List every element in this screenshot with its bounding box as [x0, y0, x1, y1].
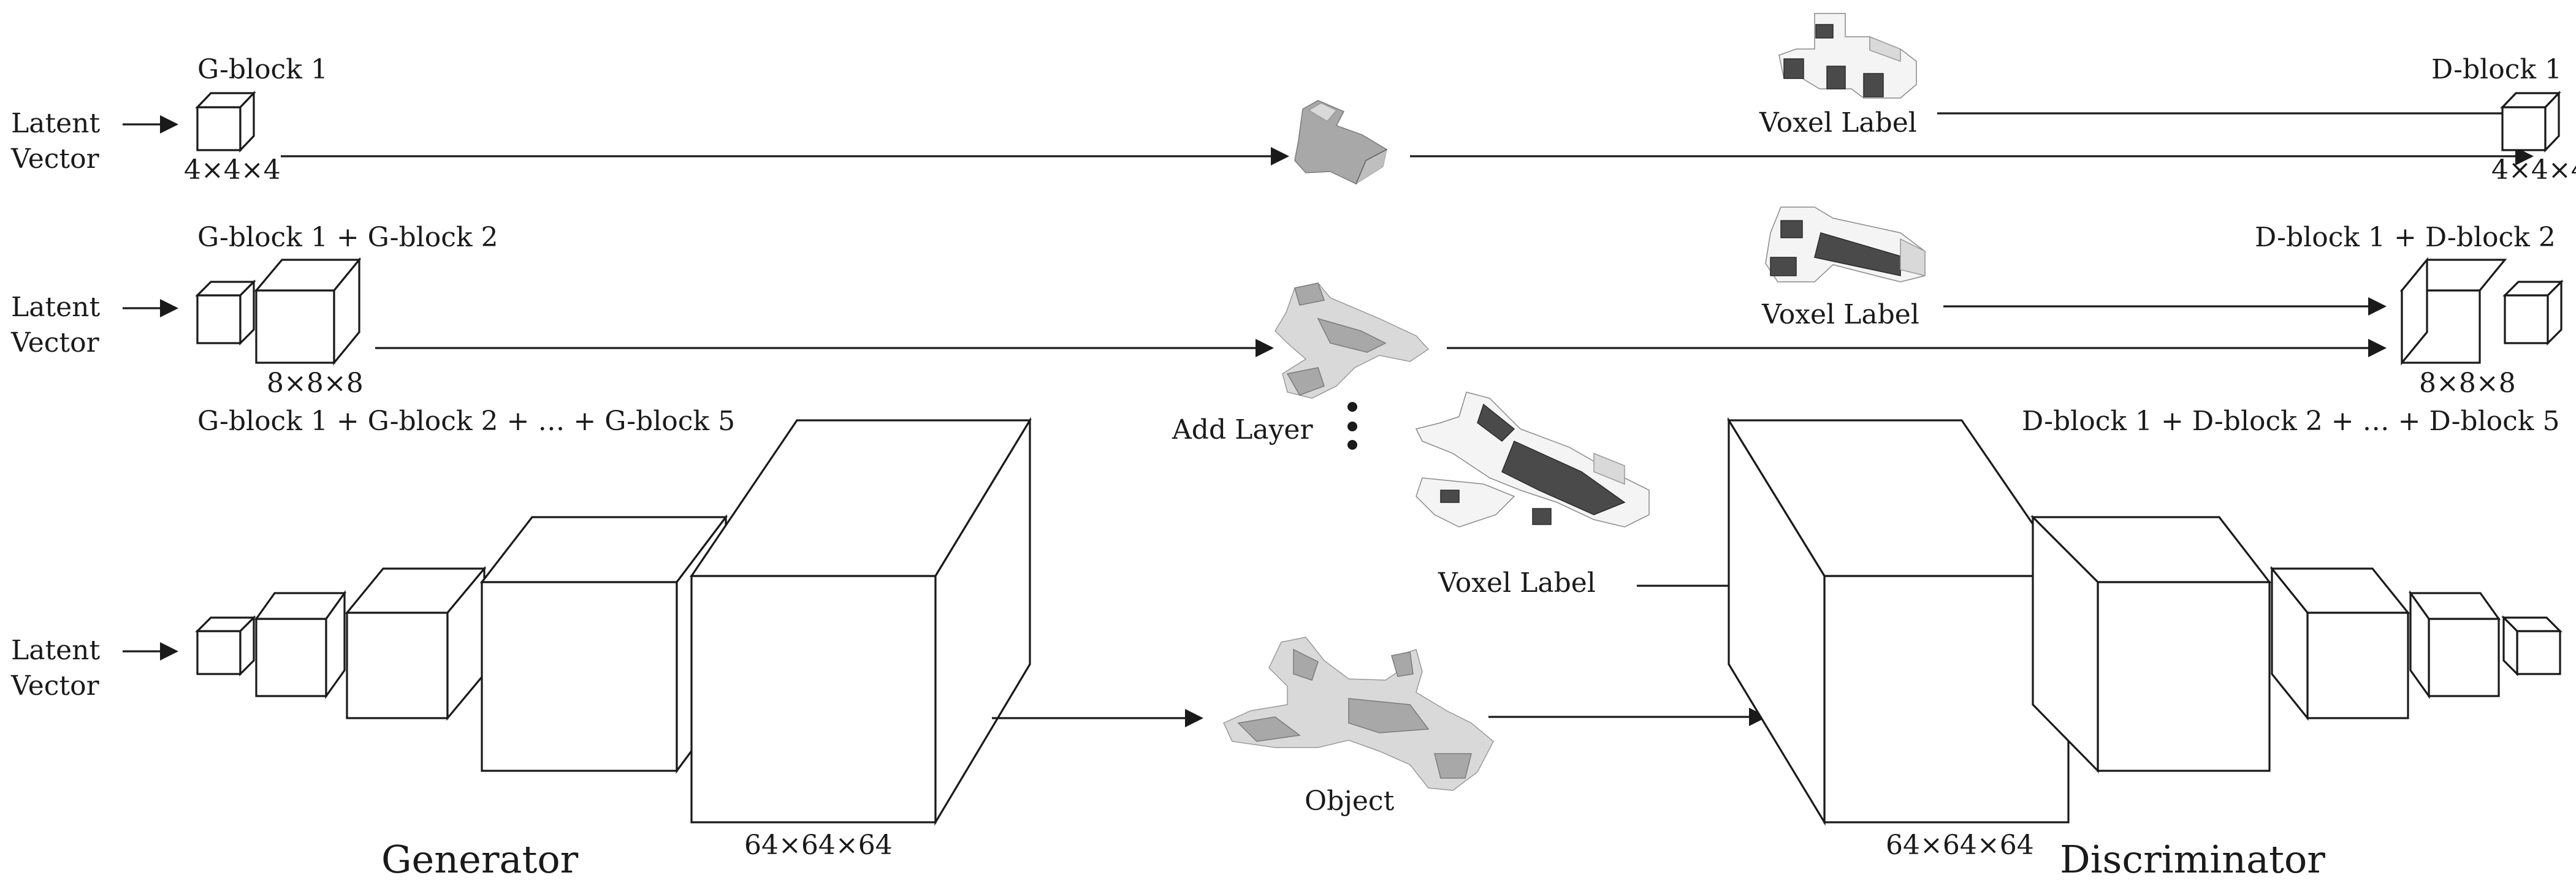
g-block-cube-3e — [689, 417, 1032, 826]
generator-label-3: G-block 1 + G-block 2 + … + G-block 5 — [197, 406, 735, 437]
voxel-label-text-1: Voxel Label — [1759, 107, 1917, 138]
d-block-cube-3c — [2269, 566, 2410, 721]
row-3: Latent Vector G-block 1 + G-block 2 + … … — [10, 392, 2563, 882]
d-block-cube-2b — [2399, 257, 2507, 366]
d-block-cube-1 — [2500, 91, 2561, 153]
discriminator-size-1: 4×4×4 — [2491, 154, 2576, 186]
discriminator-label-1: D-block 1 — [2431, 54, 2562, 85]
discriminator-label-3: D-block 1 + D-block 2 + … + D-block 5 — [2022, 406, 2559, 437]
voxel-label-object-2 — [1765, 206, 1926, 282]
voxel-label-object-1 — [1778, 13, 1917, 99]
add-layer-label: Add Layer — [1172, 414, 1313, 445]
g-block-cube-3a — [195, 615, 256, 676]
d-block-cube-3b — [2408, 590, 2501, 699]
discriminator-label-2: D-block 1 + D-block 2 — [2255, 222, 2556, 253]
generator-label-2: G-block 1 + G-block 2 — [197, 222, 498, 253]
d-block-cube-2a — [2502, 279, 2564, 346]
add-layer-dots-icon — [1347, 402, 1357, 450]
discriminator-title: Discriminator — [2060, 837, 2325, 882]
latent-vector-label-1a: Latent — [11, 108, 101, 139]
latent-vector-label-3a: Latent — [11, 635, 101, 666]
g-block-cube-2b — [254, 257, 362, 366]
d-block-cube-3e — [1727, 417, 2071, 826]
row-2: Latent Vector G-block 1 + G-block 2 8×8×… — [10, 206, 2564, 399]
d-block-cube-3a — [2501, 615, 2563, 676]
g-block-cube-3c — [345, 566, 487, 721]
generator-size-3: 64×64×64 — [744, 830, 893, 861]
g-block-cube-2a — [195, 279, 256, 346]
voxel-label-object-3 — [1415, 392, 1650, 528]
generated-object-voxel-3 — [1223, 637, 1494, 791]
voxel-label-text-3: Voxel Label — [1438, 567, 1596, 599]
generator-label-1: G-block 1 — [197, 54, 328, 85]
voxel-label-text-2: Voxel Label — [1761, 299, 1919, 330]
latent-vector-label-1b: Vector — [10, 143, 100, 175]
generator-title: Generator — [381, 837, 579, 882]
discriminator-size-2: 8×8×8 — [2419, 368, 2516, 399]
object-label-text: Object — [1305, 786, 1395, 817]
latent-vector-label-3b: Vector — [10, 670, 100, 702]
d-block-cube-3d — [2030, 515, 2272, 773]
discriminator-size-3: 64×64×64 — [1886, 830, 2034, 861]
latent-vector-label-2a: Latent — [11, 292, 101, 323]
g-block-cube-1 — [195, 91, 256, 153]
generator-size-1: 4×4×4 — [184, 154, 281, 186]
generated-object-voxel-1 — [1294, 100, 1388, 185]
generated-object-voxel-2 — [1275, 282, 1430, 399]
row-1: Latent Vector G-block 1 4×4×4 Voxel Labe… — [10, 13, 2576, 186]
g-block-cube-3d — [479, 514, 728, 774]
g-block-cube-3b — [254, 590, 347, 699]
latent-vector-label-2b: Vector — [10, 327, 100, 358]
generator-size-2: 8×8×8 — [267, 368, 364, 399]
